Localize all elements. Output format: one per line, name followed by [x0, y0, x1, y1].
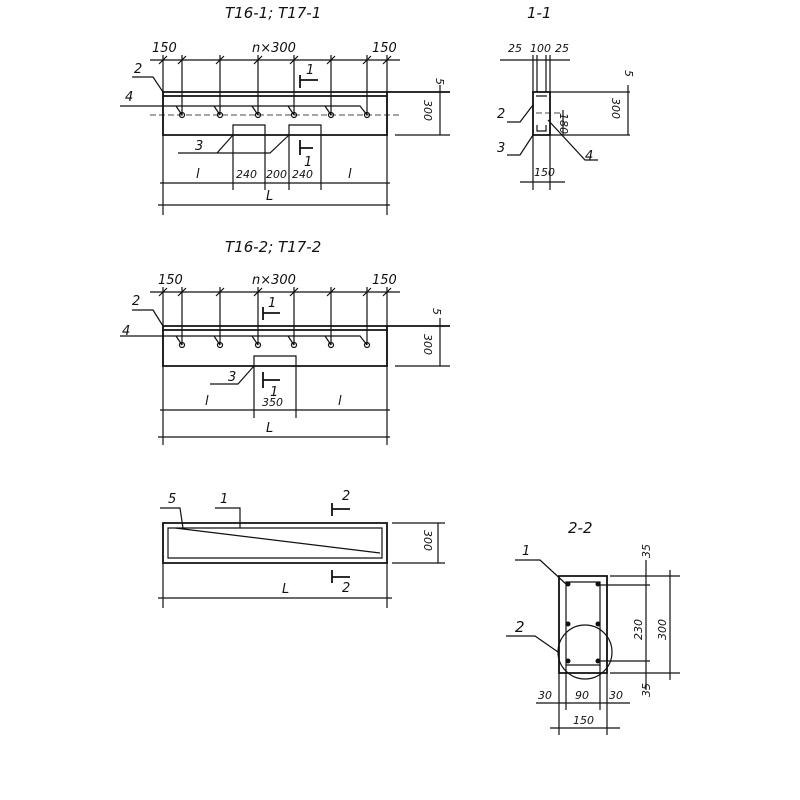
view2-section-mark-top: 1: [268, 296, 276, 311]
view3-section-mark-top: 2: [342, 489, 350, 504]
section11-title: 1-1: [527, 4, 552, 22]
section11-dim-300: 300: [609, 98, 622, 119]
view3-callout-1: 1: [220, 492, 228, 507]
section22-callout-2: 2: [515, 618, 525, 636]
view1-section-mark-bottom: 1: [304, 155, 312, 170]
view2-dim-l-right: l: [338, 394, 342, 409]
view1-dim-l-left: l: [196, 167, 200, 182]
view2-callout-3: 3: [228, 370, 236, 385]
view1-callout-4: 4: [125, 90, 133, 105]
section11-callout-4: 4: [585, 149, 593, 164]
section22-dim-230: 230: [632, 619, 645, 640]
view1-rebar-holes: [178, 111, 371, 119]
view3-dim-total: L: [282, 582, 289, 597]
view-t16-1: T16-1; T17-1 150 n×300 150 2 4 3 1 1 l: [120, 4, 450, 215]
view2-dim-mid: n×300: [252, 273, 296, 288]
section11-callout-2: 2: [497, 107, 505, 122]
view2-callout-2: 2: [132, 294, 140, 309]
section22-dim-90: 90: [575, 689, 589, 702]
section11-dim-180: 180: [557, 113, 570, 134]
view2-dim-l-left: l: [205, 394, 209, 409]
view1-dim-l-right: l: [348, 167, 352, 182]
section22-dim-150: 150: [573, 714, 594, 727]
view1-dim-mid: n×300: [252, 41, 296, 56]
view3-section-mark-bottom: 2: [342, 581, 350, 596]
view1-dim-left: 150: [152, 41, 177, 56]
section11-dim-100: 100: [530, 42, 551, 55]
view2-dim-right: 150: [372, 273, 397, 288]
section22-dim-35a: 35: [640, 544, 653, 558]
section11-dim-5: 5: [622, 70, 635, 77]
view1-dim-240a: 240: [236, 168, 257, 181]
view1-title: T16-1; T17-1: [225, 4, 321, 22]
view1-section-mark-top: 1: [306, 63, 314, 78]
view2-rebar-holes: [178, 341, 371, 349]
view2-dim-350: 350: [262, 396, 283, 409]
view1-dim-300: 300: [421, 100, 434, 121]
section-2-2: 2-2 1 2 35 230 300 35 30 90 30 150: [506, 519, 680, 735]
section-1-1: 1-1 25 100 25 2 3 4 150 180 5 300: [497, 4, 635, 190]
view3-callout-5: 5: [168, 492, 176, 507]
view1-dim-200: 200: [266, 168, 287, 181]
section22-dim-300: 300: [656, 619, 669, 640]
section22-dim-30a: 30: [538, 689, 552, 702]
view2-section-mark-bottom: 1: [270, 385, 278, 400]
view2-dim-5: 5: [430, 308, 443, 315]
view2-dim-total: L: [266, 421, 273, 436]
view1-dim-right: 150: [372, 41, 397, 56]
view2-title: T16-2; T17-2: [225, 238, 321, 256]
view1-dim-240b: 240: [292, 168, 313, 181]
section11-dim-25b: 25: [555, 42, 569, 55]
view2-dim-300: 300: [421, 334, 434, 355]
section22-dim-35b: 35: [640, 683, 653, 697]
view1-callout-3: 3: [195, 139, 203, 154]
view1-dim-total: L: [266, 189, 273, 204]
section22-title: 2-2: [568, 519, 593, 537]
section22-callout-1: 1: [522, 544, 530, 559]
view2-callout-4: 4: [122, 324, 130, 339]
section22-dim-30b: 30: [609, 689, 623, 702]
view2-dim-left: 150: [158, 273, 183, 288]
view1-callout-2: 2: [134, 62, 142, 77]
view-t16-2: T16-2; T17-2 150 n×300 150 2 4 3 1 1 l 3…: [120, 238, 450, 445]
section11-callout-3: 3: [497, 141, 505, 156]
view-reinforcement: 5 1 2 2 300 L: [158, 489, 445, 608]
view3-dim-300: 300: [421, 530, 434, 551]
section11-dim-150: 150: [534, 166, 555, 179]
view1-dim-5: 5: [433, 78, 446, 85]
section22-rebar: [565, 581, 601, 664]
section11-dim-25a: 25: [508, 42, 522, 55]
